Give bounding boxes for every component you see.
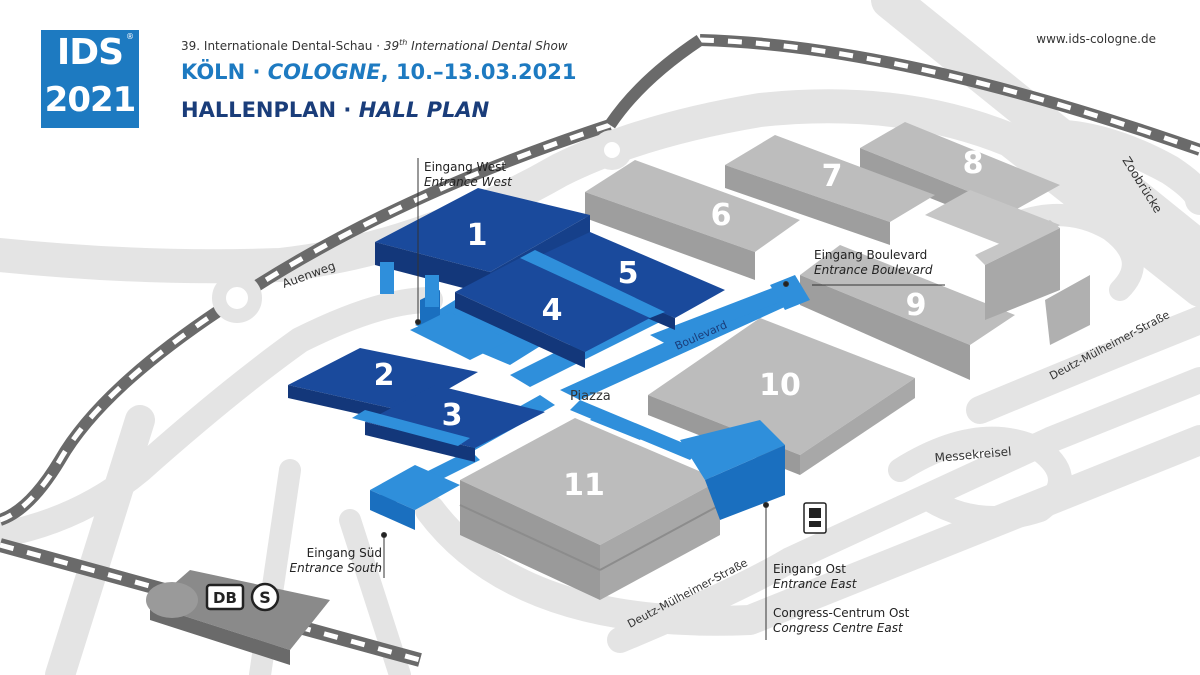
entrance-east[interactable]: Eingang Ost Entrance East [773,562,856,592]
hall-6-number[interactable]: 6 [711,198,732,233]
plan-en: HALL PLAN [358,98,490,122]
callout-lines [381,158,945,640]
entrance-south[interactable]: Eingang Süd Entrance South [262,546,382,576]
subtitle-en-sup: th [399,38,408,47]
header-city-date: KÖLN · COLOGNE, 10.–13.03.2021 [181,60,577,84]
entrance-east-en: Entrance East [773,577,857,591]
plan-de: HALLENPLAN · [181,98,359,122]
entrance-boulevard-en: Entrance Boulevard [814,263,933,277]
entrance-south-de: Eingang Süd [306,546,382,560]
tram-icon [803,502,827,534]
messekreisel-label: Messekreisel [934,444,1012,465]
city-de: KÖLN · [181,60,268,84]
hall-11-number[interactable]: 11 [563,468,605,503]
sbahn-icon [250,582,280,612]
entrance-boulevard-de: Eingang Boulevard [814,248,928,262]
hall-5-number[interactable]: 5 [618,256,639,291]
subtitle-de: 39. Internationale Dental-Schau · [181,39,384,53]
congress-de: Congress-Centrum Ost [773,606,910,620]
city-en: COLOGNE [267,60,381,84]
page-title: HALLENPLAN · HALL PLAN [181,98,489,122]
transit-icons: DB S [205,502,827,612]
piazza-label: Piazza [570,389,611,404]
passages [370,232,810,530]
congress-en: Congress Centre East [773,621,903,635]
grey-halls [459,122,1090,600]
hall-8-number[interactable]: 8 [963,146,984,181]
hall-7-number[interactable]: 7 [822,159,843,194]
entrance-west[interactable]: Eingang West Entrance West [424,160,512,190]
entrance-west-de: Eingang West [424,160,507,174]
website-link[interactable]: www.ids-cologne.de [1036,32,1156,46]
roundabouts [212,130,632,323]
ids-logo: IDS ® 2021 [41,30,139,128]
logo-reg-mark: ® [126,32,134,41]
db-label: DB [213,589,237,607]
hall-1-number[interactable]: 1 [467,218,488,253]
hall-10-number[interactable]: 10 [759,368,801,403]
ids-halls [288,188,725,462]
subtitle-en-num: 39 [383,39,400,53]
hall-3-number[interactable]: 3 [442,398,463,433]
hall-2-number[interactable]: 2 [374,358,395,393]
subtitle-en-rest: International Dental Show [407,39,568,53]
logo-year: 2021 [44,80,137,120]
entrance-west-en: Entrance West [424,175,512,189]
hall-9-number[interactable]: 9 [906,288,927,323]
db-icon [205,583,245,611]
hall-4-number[interactable]: 4 [542,293,563,328]
entrance-east-de: Eingang Ost [773,562,846,576]
event-dates: , 10.–13.03.2021 [380,60,577,84]
sbahn-label: S [259,588,271,607]
congress-centre-east[interactable]: Congress-Centrum Ost Congress Centre Eas… [773,606,909,636]
logo-top: IDS [56,32,124,73]
entrance-boulevard[interactable]: Eingang Boulevard Entrance Boulevard [814,248,932,278]
header-subtitle: 39. Internationale Dental-Schau · 39th I… [181,38,568,53]
hall-numbers: 1 5 4 2 3 6 7 8 9 10 11 [374,146,984,503]
entrance-south-en: Entrance South [289,561,382,575]
